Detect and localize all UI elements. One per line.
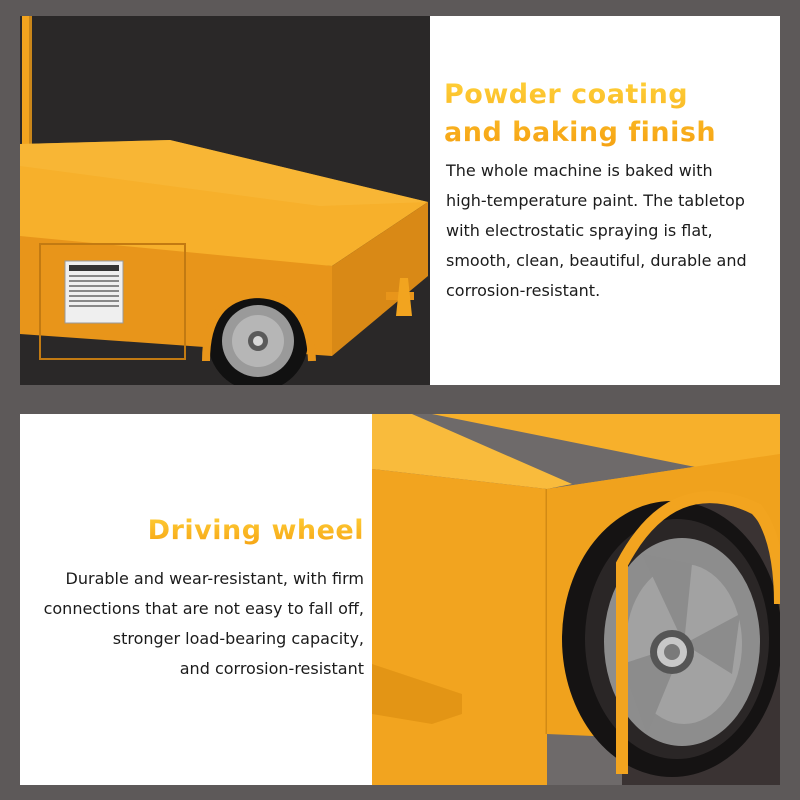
description-line: smooth, clean, beautiful, durable and [446,251,747,270]
powder-coating-heading: Powder coating and baking finish [444,76,716,152]
driving-wheel-photo [372,414,780,785]
description-line: corrosion-resistant. [446,281,601,300]
bottom-feature-text: Driving wheel Durable and wear-resistant… [20,414,372,785]
description-line: and corrosion-resistant [179,659,364,678]
description-line: connections that are not easy to fall of… [43,599,364,618]
description-line: high-temperature paint. The tabletop [446,191,745,210]
description-line: The whole machine is baked with [446,161,713,180]
heading-line-1: Powder coating [444,79,689,110]
heading-line-2: and baking finish [444,117,717,148]
description-line: with electrostatic spraying is flat, [446,221,713,240]
description-line: stronger load-bearing capacity, [112,629,364,648]
driving-wheel-heading: Driving wheel [148,512,364,550]
top-feature-text: Powder coating and baking finish The who… [430,16,780,385]
driving-wheel-description: Durable and wear-resistant, with firm co… [24,564,364,684]
cart-body-photo [20,16,430,385]
powder-coating-description: The whole machine is baked with high-tem… [446,156,776,306]
description-line: Durable and wear-resistant, with firm [65,569,364,588]
